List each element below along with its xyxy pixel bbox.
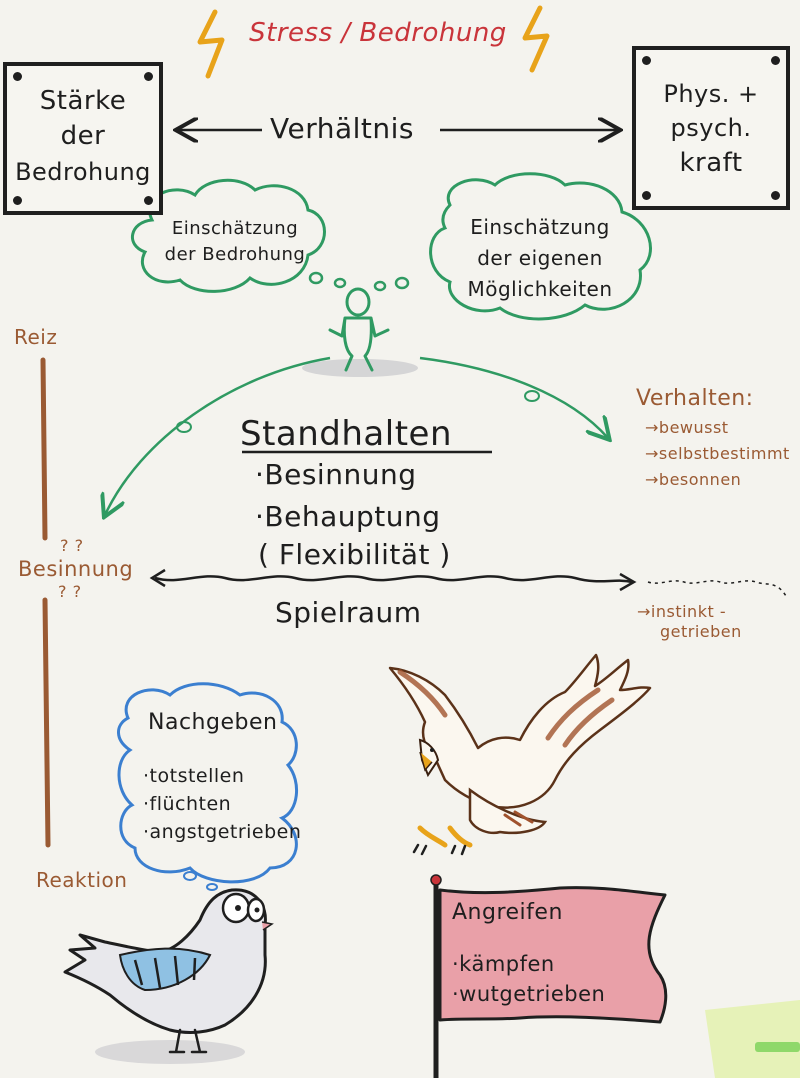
spielraum-arrow [154,575,633,584]
arc-arrow-right [419,356,608,438]
box-left-line3: Bedrohung [15,158,151,186]
cloud-right-line1: Einschätzung [470,215,610,239]
instinct-line2: getrieben [660,622,742,641]
lightning-left-icon [197,9,225,79]
timeline-marks-bottom: ? ? [58,582,82,601]
lightning-right-icon [522,5,550,73]
timeline-bottom-label: Reaktion [36,868,128,892]
yield-title: Nachgeben [148,710,278,735]
box-right-line2: psych. [670,114,752,142]
box-right-line3: kraft [679,148,743,178]
center-item-2: ·Behauptung [255,500,441,533]
thought-cloud-yield [117,682,299,884]
note-scrap [705,1000,800,1078]
cloud-left-line1: Einschätzung [171,218,299,239]
thought-cloud-right [429,172,652,321]
timeline-middle-label: Besinnung [18,557,134,581]
behavior-item-2: →selbstbestimmt [645,444,790,463]
page-title: Stress / Bedrohung [249,18,507,48]
box-right-line1: Phys. + [663,80,759,108]
spielraum-label: Spielraum [275,596,422,629]
yield-item-3: ·angstgetrieben [143,821,302,843]
center-title: Standhalten [240,414,453,454]
stick-figure [302,287,418,377]
flag-item-1: ·kämpfen [452,952,555,976]
eagle-drawing [388,653,652,856]
cloud-right-line3: Möglichkeiten [467,277,613,301]
flag-item-2: ·wutgetrieben [452,982,606,1006]
cloud-right-line2: der eigenen [477,246,603,270]
yield-item-1: ·totstellen [143,765,245,787]
cloud-left-line2: der Bedrohung [164,244,306,265]
box-left-line1: Stärke [39,86,127,116]
timeline-marks-top: ? ? [60,536,84,555]
box-left-line2: der [60,121,106,151]
flag-title: Angreifen [452,900,563,925]
behavior-title: Verhalten: [636,386,754,411]
box-phys-psych-power: Phys. + psych. kraft [632,46,790,210]
timeline-line-bottom [42,597,51,848]
relation-label: Verhältnis [270,112,415,145]
yield-item-2: ·flüchten [143,793,232,815]
center-item-3: ( Flexibilität ) [258,538,451,571]
box-threat-strength: Stärke der Bedrohung [3,62,163,215]
arc-arrow-left [105,356,331,515]
timeline-top-label: Reiz [14,325,58,349]
behavior-item-1: →bewusst [645,418,729,437]
thought-cloud-left [130,178,326,293]
behavior-item-3: →besonnen [645,470,742,489]
timeline-line-top [40,357,48,541]
pigeon-drawing [63,888,274,1064]
center-item-1: ·Besinnung [255,458,417,491]
instinct-line1: →instinkt - [637,602,727,621]
flag-drawing [430,874,668,1078]
